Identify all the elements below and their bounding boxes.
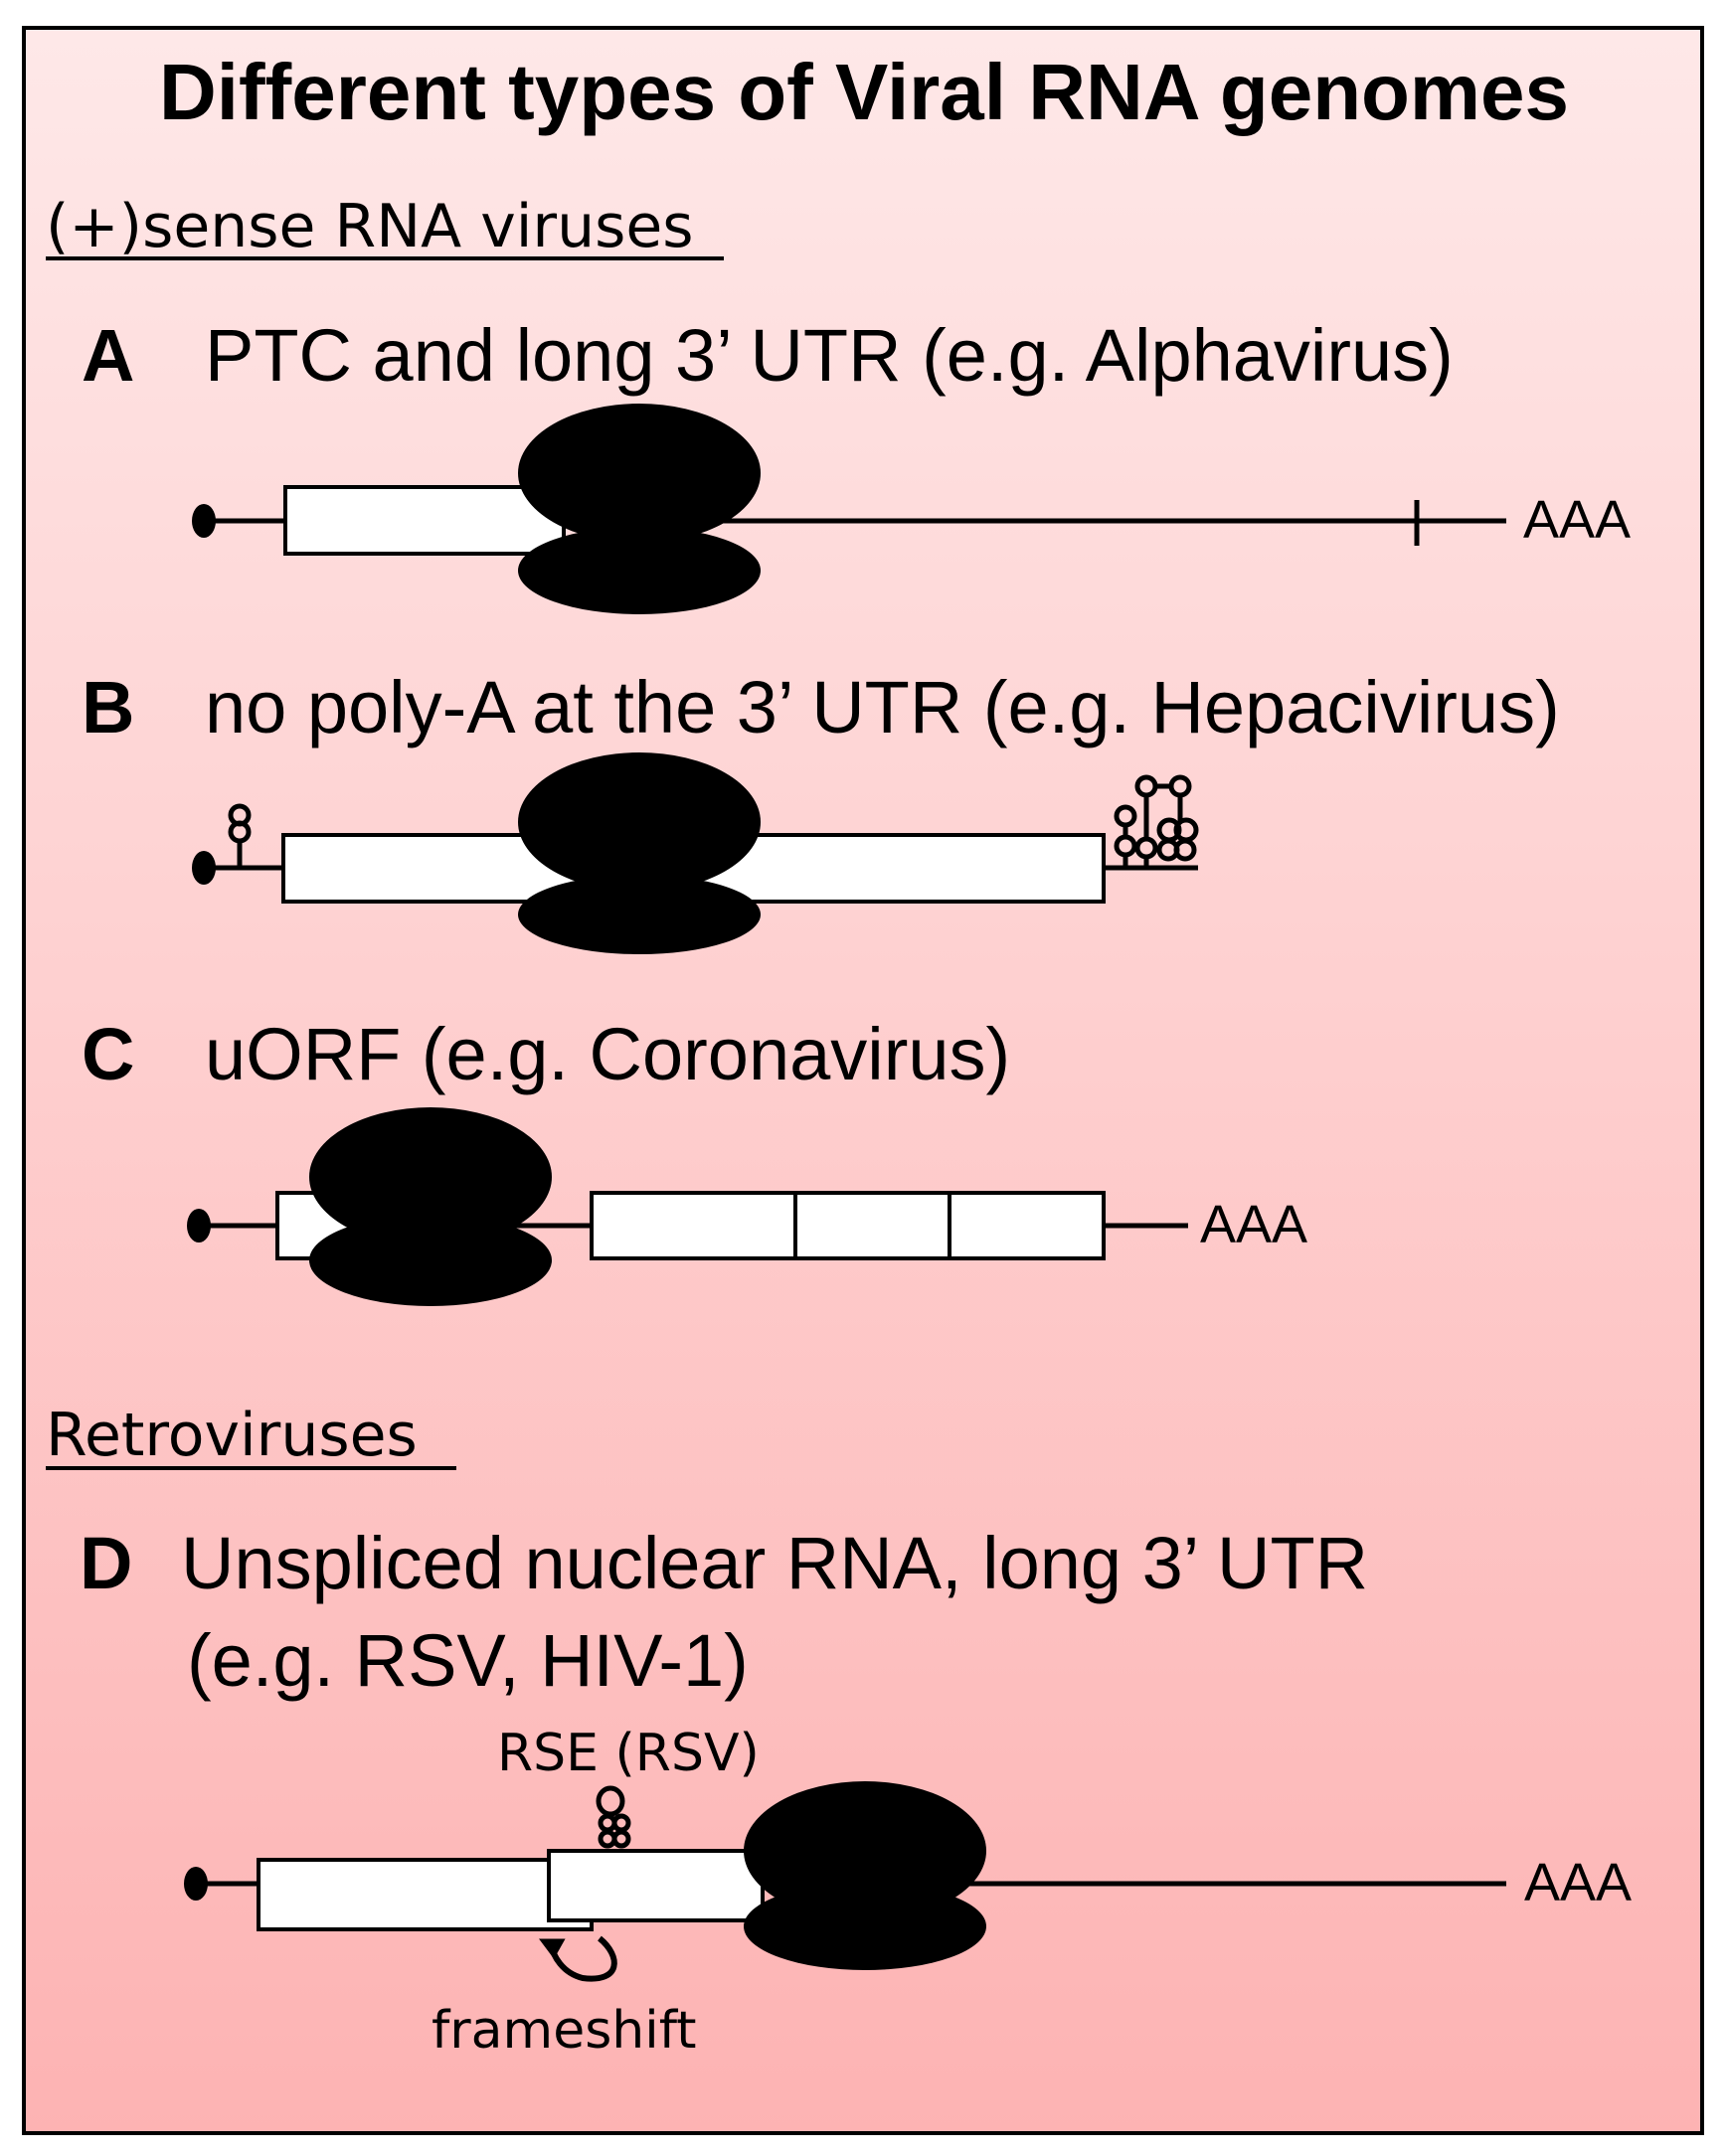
panel-letter-a: A (82, 314, 134, 397)
panel-c-rna-diagram: AAA (187, 1107, 1307, 1306)
stem-loops-3utr-icon (1104, 774, 1199, 871)
figure-title: Different types of Viral RNA genomes (159, 48, 1569, 136)
panel-b: B no poly-A at the 3’ UTR (e.g. Hepacivi… (82, 666, 1560, 954)
panel-d-label-line2: (e.g. RSV, HIV-1) (187, 1619, 749, 1702)
ribosome-icon (518, 752, 761, 954)
section-heading-retroviruses: Retroviruses (46, 1401, 418, 1470)
panel-a: A PTC and long 3’ UTR (e.g. Alphavirus) … (82, 314, 1631, 614)
orf-box (283, 485, 566, 556)
gag-orf-box (257, 1858, 594, 1931)
panel-letter-d: D (80, 1522, 132, 1604)
frameshift-label: frameshift (432, 2001, 696, 2061)
rse-label: RSE (RSV) (497, 1724, 760, 1783)
main-orf-box-3 (948, 1191, 1106, 1260)
panel-d-label-line1: Unspliced nuclear RNA, long 3’ UTR (181, 1522, 1368, 1604)
ribosome-icon (309, 1107, 552, 1306)
cap-5prime-icon (184, 1867, 208, 1901)
pol-orf-box (547, 1849, 765, 1922)
panel-a-label: PTC and long 3’ UTR (e.g. Alphavirus) (205, 314, 1454, 397)
main-orf-box-2 (793, 1191, 951, 1260)
ribosome-icon (744, 1781, 986, 1970)
panel-a-rna-diagram: AAA (192, 404, 1631, 614)
main-orf-box-1 (590, 1191, 797, 1260)
panel-b-rna-diagram (192, 752, 1199, 954)
stem-loop-5utr-icon (228, 803, 252, 868)
panel-letter-b: B (82, 666, 134, 748)
panel-letter-c: C (82, 1013, 134, 1095)
panel-d: D Unspliced nuclear RNA, long 3’ UTR (e.… (80, 1522, 1632, 2061)
panel-c-label: uORF (e.g. Coronavirus) (205, 1013, 1010, 1095)
cap-5prime-icon (192, 851, 216, 885)
panel-b-label: no poly-A at the 3’ UTR (e.g. Hepaciviru… (205, 666, 1560, 748)
poly-a-tail-label: AAA (1523, 490, 1631, 550)
cap-5prime-icon (187, 1209, 211, 1243)
poly-a-tail-label: AAA (1524, 1853, 1632, 1912)
panel-c: C uORF (e.g. Coronavirus) AAA (82, 1013, 1307, 1306)
panel-d-rna-diagram: AAA (184, 1781, 1632, 1982)
ribosome-icon (518, 404, 761, 614)
poly-a-tail-label: AAA (1200, 1195, 1307, 1254)
frameshift-arrow-icon (539, 1935, 617, 1982)
section-heading-positive-sense: (+)sense RNA viruses (46, 192, 694, 261)
cap-5prime-icon (192, 504, 216, 538)
rse-stem-loop-icon (596, 1785, 631, 1849)
